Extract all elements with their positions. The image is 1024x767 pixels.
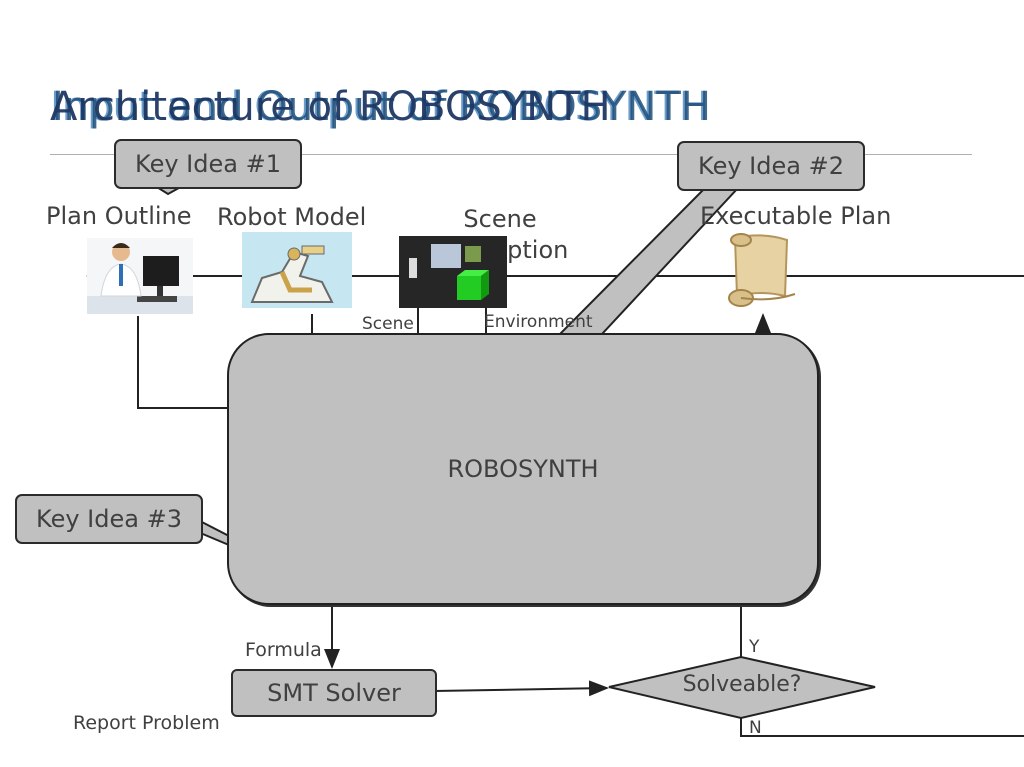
slide-title-architecture: Architecture of ROBOSYNTH	[50, 84, 611, 130]
smt-solver-box: SMT Solver	[231, 669, 437, 717]
yes-edge-label: Y	[749, 637, 760, 657]
robosynth-box: ROBOSYNTH	[227, 333, 819, 605]
plan-outline-label: Plan Outline	[46, 202, 192, 230]
plan-outline-connector	[137, 316, 229, 409]
smt-to-solveable-arrow	[433, 680, 609, 697]
executable-plan-label: Executable Plan	[700, 202, 892, 230]
formula-edge-label: Formula	[245, 639, 322, 661]
plan-outline-image	[87, 238, 193, 314]
executable-plan-image	[727, 232, 799, 310]
3d-scene-icon	[399, 236, 507, 308]
no-edge-label: N	[749, 718, 762, 738]
slide-title-input-output-alt: Input and Output of ROBOSYNTH	[50, 84, 709, 130]
environment-edge-label: Environment	[484, 312, 593, 332]
solveable-diamond	[608, 655, 876, 720]
key-idea-3-callout: Key Idea #3	[15, 494, 203, 544]
title-divider	[50, 154, 972, 155]
scene-description-image	[399, 236, 507, 308]
solveable-label: Solveable?	[682, 672, 802, 697]
key-idea-2-callout: Key Idea #2	[677, 141, 865, 191]
key-idea-1-callout: Key Idea #1	[114, 139, 302, 189]
solveable-no-connector	[740, 718, 1024, 737]
report-problem-label: Report Problem	[73, 712, 220, 734]
person-at-computer-icon	[87, 243, 193, 314]
scroll-icon	[728, 233, 796, 307]
robot-arm-icon	[242, 232, 352, 308]
slide-title-input-output: Input and Output of ROBOSYNTH	[52, 84, 711, 130]
robot-model-label: Robot Model	[217, 203, 367, 231]
scene-edge-label: Scene	[362, 314, 414, 334]
robot-model-image	[242, 232, 352, 308]
